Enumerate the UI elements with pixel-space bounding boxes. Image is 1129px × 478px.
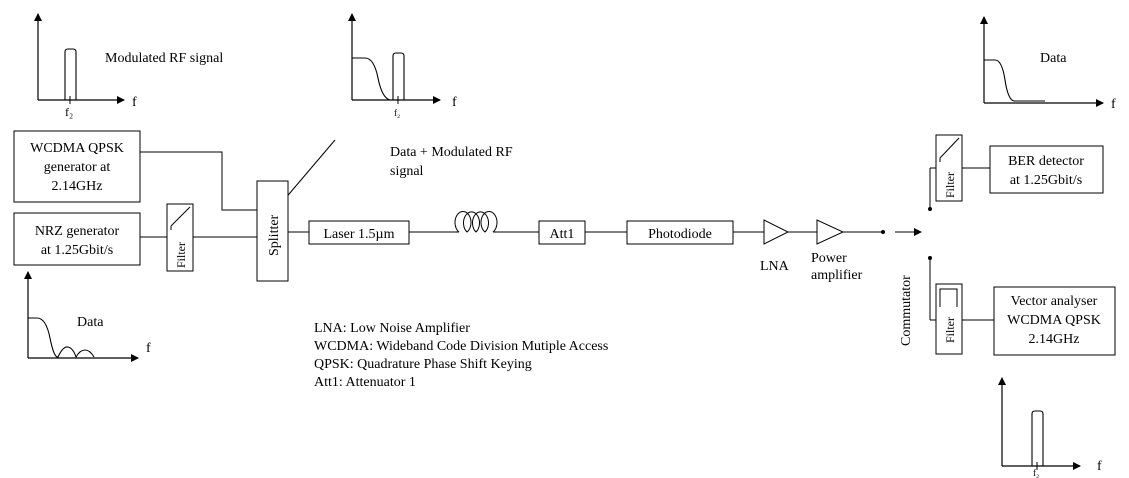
axis-f-label: f [132, 95, 137, 110]
filter-label: Filter [943, 317, 957, 343]
axis-f-label: f [1097, 459, 1102, 474]
combined-title-line1: Data + Modulated RF [390, 145, 513, 160]
spectrum-rf-received: f f₂ [998, 377, 1102, 478]
filter-nrz: Filter [166, 203, 194, 272]
vector-line2: WCDMA QPSK [1007, 313, 1101, 328]
legend-line: WCDMA: Wideband Code Division Mutiple Ac… [314, 339, 608, 354]
ber-line1: BER detector [1008, 154, 1084, 169]
photodiode: Photodiode [626, 220, 734, 245]
vector-line3: 2.14GHz [1029, 332, 1080, 347]
spectrum-modulated-rf: Modulated RF signal f f₂ [34, 13, 223, 119]
power-amp-line1: Power [811, 251, 847, 266]
vector-analyser: Vector analyser WCDMA QPSK 2.14GHz [993, 286, 1116, 356]
filter-label: Filter [943, 172, 957, 198]
lna-label: LNA [760, 259, 790, 274]
legend-line: Att1: Attenuator 1 [314, 375, 416, 390]
filter-ber: Filter [935, 134, 963, 202]
vector-line1: Vector analyser [1011, 294, 1098, 309]
wcdma-qpsk-generator: WCDMA QPSK generator at 2.14GHz [13, 130, 141, 203]
attenuator: Att1 [538, 220, 586, 245]
filter-label: Filter [174, 242, 188, 268]
signal-lines [140, 151, 994, 321]
spectrum-data-received: Data f [980, 16, 1116, 112]
wcdma-gen-line3: 2.14GHz [52, 179, 103, 194]
spectrum-combined: f f₂ Data + Modulated RF signal [348, 13, 513, 179]
spectrum-data-nrz: Data f [24, 271, 151, 362]
abbreviation-legend: LNA: Low Noise Amplifier WCDMA: Wideband… [314, 321, 608, 390]
modulated-rf-title: Modulated RF signal [105, 51, 223, 66]
tick-f2-label: f₂ [1033, 468, 1039, 478]
nrz-gen-line2: at 1.25Gbit/s [41, 243, 113, 258]
laser: Laser 1.5µm [308, 220, 410, 245]
data-title: Data [1040, 51, 1067, 66]
wcdma-gen-line2: generator at [44, 160, 111, 175]
ber-line2: at 1.25Gbit/s [1010, 173, 1082, 188]
axis-f-label: f [452, 95, 457, 110]
splitter-label: Splitter [267, 214, 282, 256]
nrz-gen-line1: NRZ generator [35, 224, 120, 239]
tick-f2-label: f₂ [394, 108, 400, 118]
att1-label: Att1 [550, 227, 575, 242]
combined-title-line2: signal [390, 164, 424, 179]
fiber-coil-icon [454, 211, 498, 233]
ber-detector: BER detector at 1.25Gbit/s [989, 145, 1104, 194]
tick-f2-label: f₂ [65, 105, 73, 119]
legend-line: QPSK: Quadrature Phase Shift Keying [314, 357, 532, 372]
power-amp-line2: amplifier [811, 268, 863, 283]
nrz-generator: NRZ generator at 1.25Gbit/s [13, 212, 141, 266]
data-title: Data [77, 315, 104, 330]
filter-vector: Filter [935, 283, 963, 355]
laser-label: Laser 1.5µm [323, 227, 394, 242]
legend-line: LNA: Low Noise Amplifier [314, 321, 470, 336]
axis-f-label: f [146, 341, 151, 356]
lna-amplifier-icon: LNA [760, 219, 790, 274]
power-amplifier-icon: Power amplifier [811, 219, 863, 283]
commutator-label: Commutator [899, 275, 914, 346]
axis-f-label: f [1111, 97, 1116, 112]
wcdma-gen-line1: WCDMA QPSK [30, 141, 124, 156]
splitter: Splitter [256, 180, 289, 282]
photodiode-label: Photodiode [648, 227, 712, 242]
